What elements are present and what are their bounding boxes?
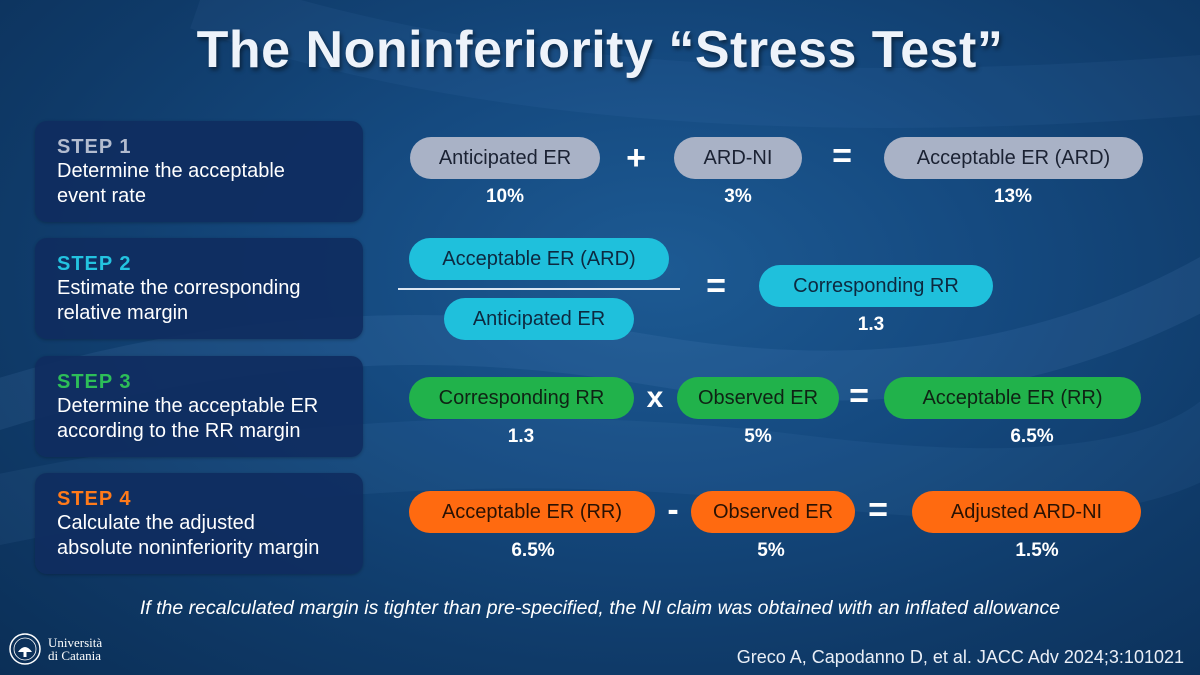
step-3-description-line2: according to the RR margin xyxy=(57,420,301,442)
step-3-multiply-operator: x xyxy=(646,381,664,414)
university-name-line1: Università xyxy=(48,635,103,650)
step-2-number: STEP 2 xyxy=(57,253,132,275)
step-2-corresponding-rr-value: 1.3 xyxy=(857,314,885,335)
step-4-minus-operator: - xyxy=(667,491,679,529)
step-2-description-line1: Estimate the corresponding xyxy=(57,277,301,299)
step-2-numerator-pill: Acceptable ER (ARD) xyxy=(409,238,669,280)
step-4-adjusted-ard-ni-pill: Adjusted ARD-NI xyxy=(912,491,1141,533)
step-3-description-line1: Determine the acceptable ER xyxy=(57,395,319,417)
step-1-description-line1: Determine the acceptable xyxy=(57,160,285,182)
step-4-description-line2: absolute noninferiority margin xyxy=(57,537,320,559)
step-3-corresponding-rr-pill: Corresponding RR xyxy=(409,377,634,419)
step-3-number: STEP 3 xyxy=(57,371,132,393)
university-name: Università di Catania xyxy=(48,636,102,662)
step-4-acceptable-er-value: 6.5% xyxy=(511,540,555,561)
step-4-observed-er-pill: Observed ER xyxy=(691,491,855,533)
step-4-card: STEP 4 Calculate the adjusted absolute n… xyxy=(35,473,363,574)
step-1-anticipated-er-pill: Anticipated ER xyxy=(410,137,600,179)
step-2-equals-operator: = xyxy=(706,267,726,305)
step-1-ard-ni-pill: ARD-NI xyxy=(674,137,802,179)
step-4-adjusted-ard-ni-value: 1.5% xyxy=(1015,540,1059,561)
step-2-card: STEP 2 Estimate the corresponding relati… xyxy=(35,238,363,339)
step-2-denominator-pill: Anticipated ER xyxy=(444,298,634,340)
step-4-equals-operator: = xyxy=(868,491,888,529)
step-3-observed-er-pill: Observed ER xyxy=(677,377,839,419)
step-1-equals-operator: = xyxy=(832,137,852,175)
university-name-line2: di Catania xyxy=(48,648,102,663)
step-3-corresponding-rr-value: 1.3 xyxy=(507,426,535,447)
step-1-plus-operator: + xyxy=(626,139,646,177)
step-1-description-line2: event rate xyxy=(57,185,146,207)
step-3-acceptable-er-value: 6.5% xyxy=(1010,426,1054,447)
slide-title: The Noninferiority “Stress Test” xyxy=(196,21,1004,79)
step-2-corresponding-rr-pill: Corresponding RR xyxy=(759,265,993,307)
step-2-description-line2: relative margin xyxy=(57,302,189,324)
step-1-card: STEP 1 Determine the acceptable event ra… xyxy=(35,121,363,222)
footnote: If the recalculated margin is tighter th… xyxy=(139,597,1061,619)
step-4-acceptable-er-rr-pill: Acceptable ER (RR) xyxy=(409,491,655,533)
step-1-ard-ni-value: 3% xyxy=(724,186,752,207)
university-logo: Università di Catania xyxy=(8,632,102,666)
step-3-card: STEP 3 Determine the acceptable ER accor… xyxy=(35,356,363,457)
step-4-observed-er-value: 5% xyxy=(757,540,785,561)
citation: Greco A, Capodanno D, et al. JACC Adv 20… xyxy=(736,647,1184,667)
step-1-acceptable-er-ard-pill: Acceptable ER (ARD) xyxy=(884,137,1143,179)
step-3-equals-operator: = xyxy=(849,377,869,415)
university-seal-icon xyxy=(9,633,41,665)
step-4-number: STEP 4 xyxy=(57,488,132,510)
step-3-acceptable-er-rr-pill: Acceptable ER (RR) xyxy=(884,377,1141,419)
step-1-anticipated-er-value: 10% xyxy=(485,186,525,207)
step-1-acceptable-er-value: 13% xyxy=(993,186,1033,207)
step-2-fraction-line xyxy=(398,288,680,290)
step-3-observed-er-value: 5% xyxy=(744,426,772,447)
step-1-number: STEP 1 xyxy=(57,136,132,158)
step-4-description-line1: Calculate the adjusted xyxy=(57,512,255,534)
